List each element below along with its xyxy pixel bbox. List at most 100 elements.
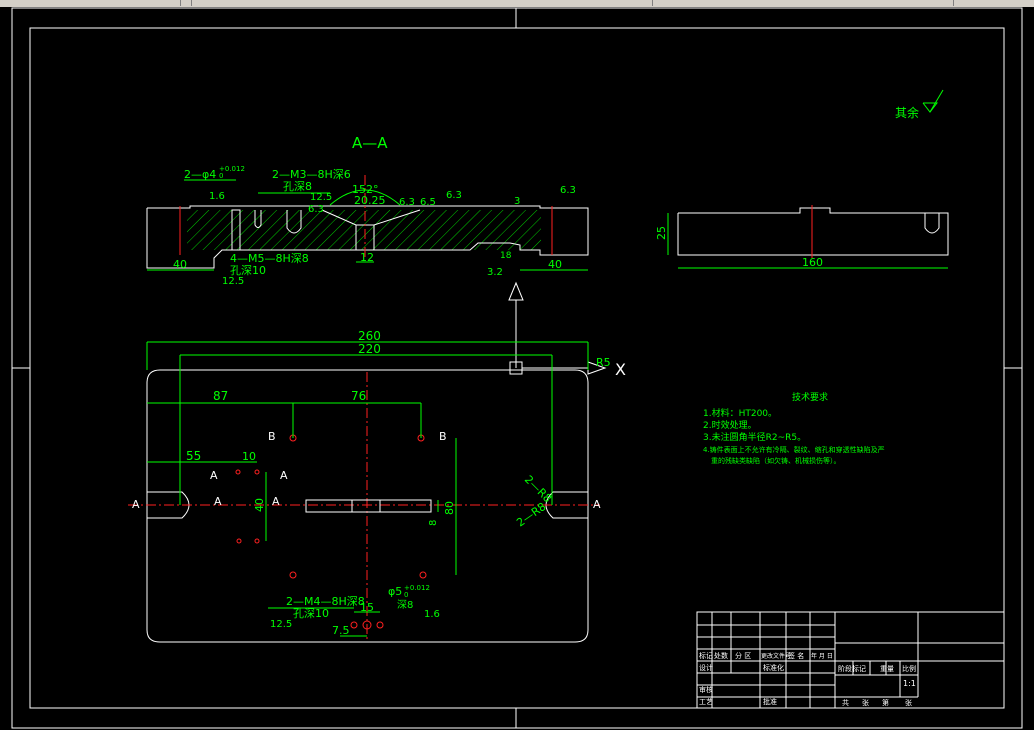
tb-zhang2: 张: [905, 698, 912, 707]
tb-qianming: 签 名: [788, 651, 804, 660]
title-block: 标记 处数 分 区 更改文件号 签 名 年 月 日 设计 标准化 阶段标记 重量…: [696, 611, 1005, 709]
hole-bottom-left: [289, 571, 297, 579]
side-view: 25 160: [655, 205, 949, 269]
section-label-a-small-right: A: [280, 469, 288, 482]
roughness-6-3-c: 6.3: [446, 190, 462, 201]
dim-40-left: 40: [173, 258, 187, 271]
other-roughness-note: 其余: [895, 89, 944, 120]
thread-m5-label: 4—M5—8H深8: [230, 252, 309, 265]
toolbar-segment[interactable]: [181, 0, 192, 6]
plan-view: 260 220 87 76 55 10 40 80 8 B B A A A A …: [128, 329, 611, 643]
hole-phi5-left: [350, 621, 358, 629]
dim-76: 76: [351, 389, 366, 403]
plan-outline: [146, 369, 589, 643]
side-outline: [677, 207, 949, 256]
dim-25: 25: [655, 226, 668, 240]
roughness-1-6: 1.6: [209, 191, 225, 202]
tb-gong: 共: [842, 698, 849, 707]
tech-req-line-1: 1.材料：HT200。: [703, 407, 777, 419]
hole-phi4-tol-upper: +0.012: [219, 165, 245, 173]
hole-phi5-label: φ5: [388, 585, 402, 598]
tb-gengai: 更改文件号: [761, 652, 791, 660]
roughness-6-3-a: 6.3: [308, 204, 324, 215]
toolbar-strip: [0, 0, 1034, 7]
dim-220: 220: [358, 342, 381, 356]
hole-phi4-tol-lower: 0: [219, 172, 223, 180]
dim-18: 18: [500, 251, 512, 261]
tb-bili: 比例: [902, 664, 916, 673]
roughness-3-2: 3.2: [487, 267, 503, 278]
thread-m3-hole: 孔深8: [283, 180, 312, 193]
toolbar-segment[interactable]: [0, 0, 181, 6]
tb-pizhun: 批准: [763, 697, 777, 706]
tech-req-line-3: 3.未注圆角半径R2~R5。: [703, 431, 806, 443]
hole-bottom-right: [419, 571, 427, 579]
cad-drawing-canvas[interactable]: 其余 A—A 40 40 12 2—φ4 +0.012 0 1.6 2—M3—8…: [0, 7, 1034, 730]
radius-r5: R5: [596, 356, 611, 369]
tech-req-title: 技术要求: [792, 391, 828, 403]
section-label-a-small-left: A: [210, 469, 218, 482]
tb-riqi: 年 月 日: [811, 652, 833, 660]
tb-chushu: 处数: [714, 651, 728, 660]
dim-87: 87: [213, 389, 228, 403]
hole-lower-left-b: [254, 538, 260, 544]
projection-arrow-icon: [508, 281, 524, 301]
hole-phi5-tol-lower: 0: [404, 591, 408, 599]
hole-phi5-right: [376, 621, 384, 629]
thread-m5-hole: 孔深10: [230, 264, 266, 277]
technical-requirements: 技术要求 1.材料：HT200。 2.时效处理。 3.未注圆角半径R2~R5。 …: [703, 391, 885, 465]
roughness-12-5-top: 12.5: [310, 192, 332, 203]
tb-fenqu: 分 区: [735, 651, 751, 660]
tb-shenhe: 审核: [699, 685, 713, 694]
roughness-12-5-plan: 12.5: [270, 619, 292, 630]
outer-frame: [11, 7, 1023, 729]
hole-phi5-center: [362, 620, 372, 630]
angle-arc: [329, 189, 401, 206]
side-slot: [924, 213, 940, 234]
inner-frame: [29, 27, 1005, 709]
tech-req-line-5: 重的残缺类缺陷（如欠铸、机械损伤等）。: [711, 456, 841, 465]
dim-160: 160: [802, 256, 823, 269]
dim-8: 8: [428, 520, 439, 526]
hole-a-small-left: [235, 469, 241, 475]
hole-a-small-right: [254, 469, 260, 475]
section-view-title: A—A: [352, 134, 388, 152]
section-label-b-right: B: [439, 430, 447, 443]
roughness-symbol-icon: [922, 102, 939, 113]
hole-phi5-tol-upper: +0.012: [404, 584, 430, 592]
tb-gongyi: 工艺: [699, 698, 713, 706]
thread-m3-label: 2—M3—8H深6: [272, 168, 351, 181]
toolbar-segment[interactable]: [192, 0, 653, 6]
tech-req-line-2: 2.时效处理。: [703, 419, 757, 431]
tb-zhongliang: 重量: [880, 665, 894, 673]
section-outline: [146, 205, 589, 269]
dim-15: 15: [360, 601, 374, 614]
other-roughness-text: 其余: [895, 105, 919, 120]
tb-scale: 1:1: [903, 679, 916, 688]
section-label-a-mid-right: A: [272, 495, 280, 508]
dim-260: 260: [358, 329, 381, 343]
dim-6-5: 6.5: [420, 197, 436, 208]
section-label-a-end-right: A: [593, 498, 601, 511]
dim-40: 40: [253, 498, 266, 512]
toolbar-segment[interactable]: [653, 0, 954, 6]
section-label-a-end-left: A: [132, 498, 140, 511]
thread-m4-label: 2—M4—8H深8: [286, 595, 365, 608]
roughness-1-6-plan: 1.6: [424, 609, 440, 620]
hole-lower-left-a: [236, 538, 242, 544]
section-label-b-left: B: [268, 430, 276, 443]
roughness-6-3-d: 6.3: [560, 185, 576, 196]
hole-phi4-label: 2—φ4: [184, 168, 216, 181]
roughness-symbol-tail: [929, 89, 944, 113]
dim-10: 10: [242, 450, 256, 463]
section-thread-m3: [254, 210, 262, 228]
plan-center-slot: [305, 499, 432, 513]
dim-20-25: 20.25: [354, 194, 386, 207]
section-view: 40 40 12 2—φ4 +0.012 0 1.6 2—M3—8H深6 孔深8…: [146, 165, 589, 287]
dim-12: 12: [360, 251, 374, 264]
radius-label-upper: 2—R8: [522, 473, 554, 505]
tech-req-line-4: 4.铸件表面上不允许有冷隔、裂纹、缩孔和穿透性缺陷及严: [703, 445, 885, 454]
dim-55: 55: [186, 449, 201, 463]
thread-m4-hole: 孔深10: [293, 607, 329, 620]
section-thread-m5: [286, 210, 302, 234]
